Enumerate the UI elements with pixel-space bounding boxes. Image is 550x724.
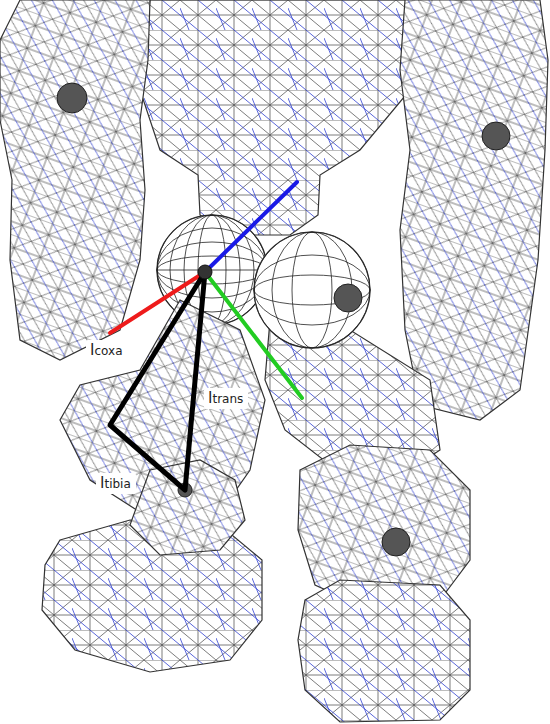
left-arm [0, 0, 150, 360]
leg-triangle [110, 272, 205, 490]
knee-joint [382, 528, 410, 556]
x-axis [110, 272, 205, 333]
dimension-label: ltrans [204, 388, 248, 409]
hip-origin [198, 265, 212, 279]
right-hip-mesh [254, 232, 370, 348]
coordinate-axes [110, 182, 302, 398]
joint-spheres [57, 83, 510, 556]
left-hip-sphere [157, 215, 267, 325]
right-arm [400, 0, 548, 420]
right-foot [298, 580, 470, 722]
dimension-label: lcoxa [86, 340, 127, 361]
hip-joint [334, 284, 362, 312]
y-axis [205, 272, 302, 398]
right-hip-sphere [254, 232, 370, 348]
dimension-label: ltibia [96, 473, 136, 494]
left-hip-mesh [157, 215, 267, 325]
elbow-joint [57, 83, 87, 113]
elbow-joint [482, 122, 510, 150]
z-axis [205, 182, 297, 272]
